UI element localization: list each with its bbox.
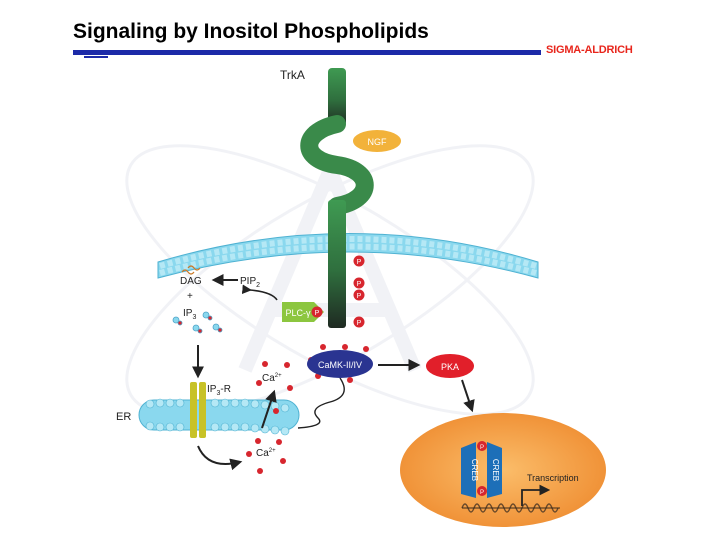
plc-gamma-enzyme bbox=[282, 302, 324, 322]
pka-to-nucleus-arrow bbox=[461, 379, 475, 413]
plasma-membrane bbox=[157, 233, 539, 279]
pka-label: PKA bbox=[441, 362, 459, 372]
ip3-receptor-channel bbox=[190, 382, 206, 438]
creb-phosphate-label-2: P bbox=[480, 490, 484, 496]
pka-enzyme bbox=[426, 354, 474, 378]
trka-receptor bbox=[300, 68, 374, 328]
creb-dimer bbox=[461, 441, 502, 498]
creb-phosphate-label-1: P bbox=[480, 445, 484, 451]
ca-label-upper: Ca2+ bbox=[262, 373, 282, 384]
trka-label: TrkA bbox=[280, 68, 305, 82]
dag-label: DAG bbox=[180, 276, 202, 287]
ngf-ligand bbox=[353, 130, 401, 152]
phosphate-label-4: P bbox=[357, 320, 362, 327]
receptor-phosphates bbox=[353, 255, 365, 328]
camk-tether-line bbox=[297, 377, 345, 429]
ip3-molecules bbox=[172, 311, 223, 334]
plc-gamma-label: PLC-γ bbox=[285, 308, 311, 318]
creb-label-right: CREB bbox=[491, 459, 500, 481]
transcription-label: Transcription bbox=[527, 473, 579, 483]
ca-label-lower: Ca2+ bbox=[256, 448, 276, 459]
phosphate-label-1: P bbox=[357, 259, 362, 266]
slide-title: Signaling by Inositol Phospholipids bbox=[73, 20, 429, 43]
calcium-ions bbox=[246, 344, 369, 474]
title-underline bbox=[73, 50, 541, 55]
creb-label-left: CREB bbox=[470, 459, 479, 481]
ca-rise-arrow bbox=[261, 389, 277, 429]
pip2-label: PIP2 bbox=[240, 276, 260, 289]
ngf-label: NGF bbox=[368, 137, 388, 147]
camk-enzyme bbox=[307, 350, 373, 378]
transcription-arrow bbox=[521, 484, 551, 506]
title-underline-accent bbox=[84, 56, 108, 58]
phosphate-label-3: P bbox=[357, 293, 362, 300]
phosphate-label-2: P bbox=[357, 281, 362, 288]
brand-logo: SIGMA-ALDRICH bbox=[546, 44, 633, 56]
ip3r-label: IP3-R bbox=[207, 384, 231, 397]
plc-phosphate-label: P bbox=[315, 310, 320, 317]
plus-sign: + bbox=[187, 291, 193, 302]
dag-lipid-icon bbox=[181, 265, 201, 275]
camk-label: CaMK-II/IV bbox=[318, 360, 362, 370]
ca-release-arrow bbox=[197, 445, 243, 471]
er-label: ER bbox=[116, 411, 131, 423]
ip3-label: IP3 bbox=[183, 308, 196, 321]
nucleus bbox=[400, 413, 606, 527]
er-membrane bbox=[138, 398, 300, 436]
pip2-plc-arrow bbox=[241, 284, 278, 301]
